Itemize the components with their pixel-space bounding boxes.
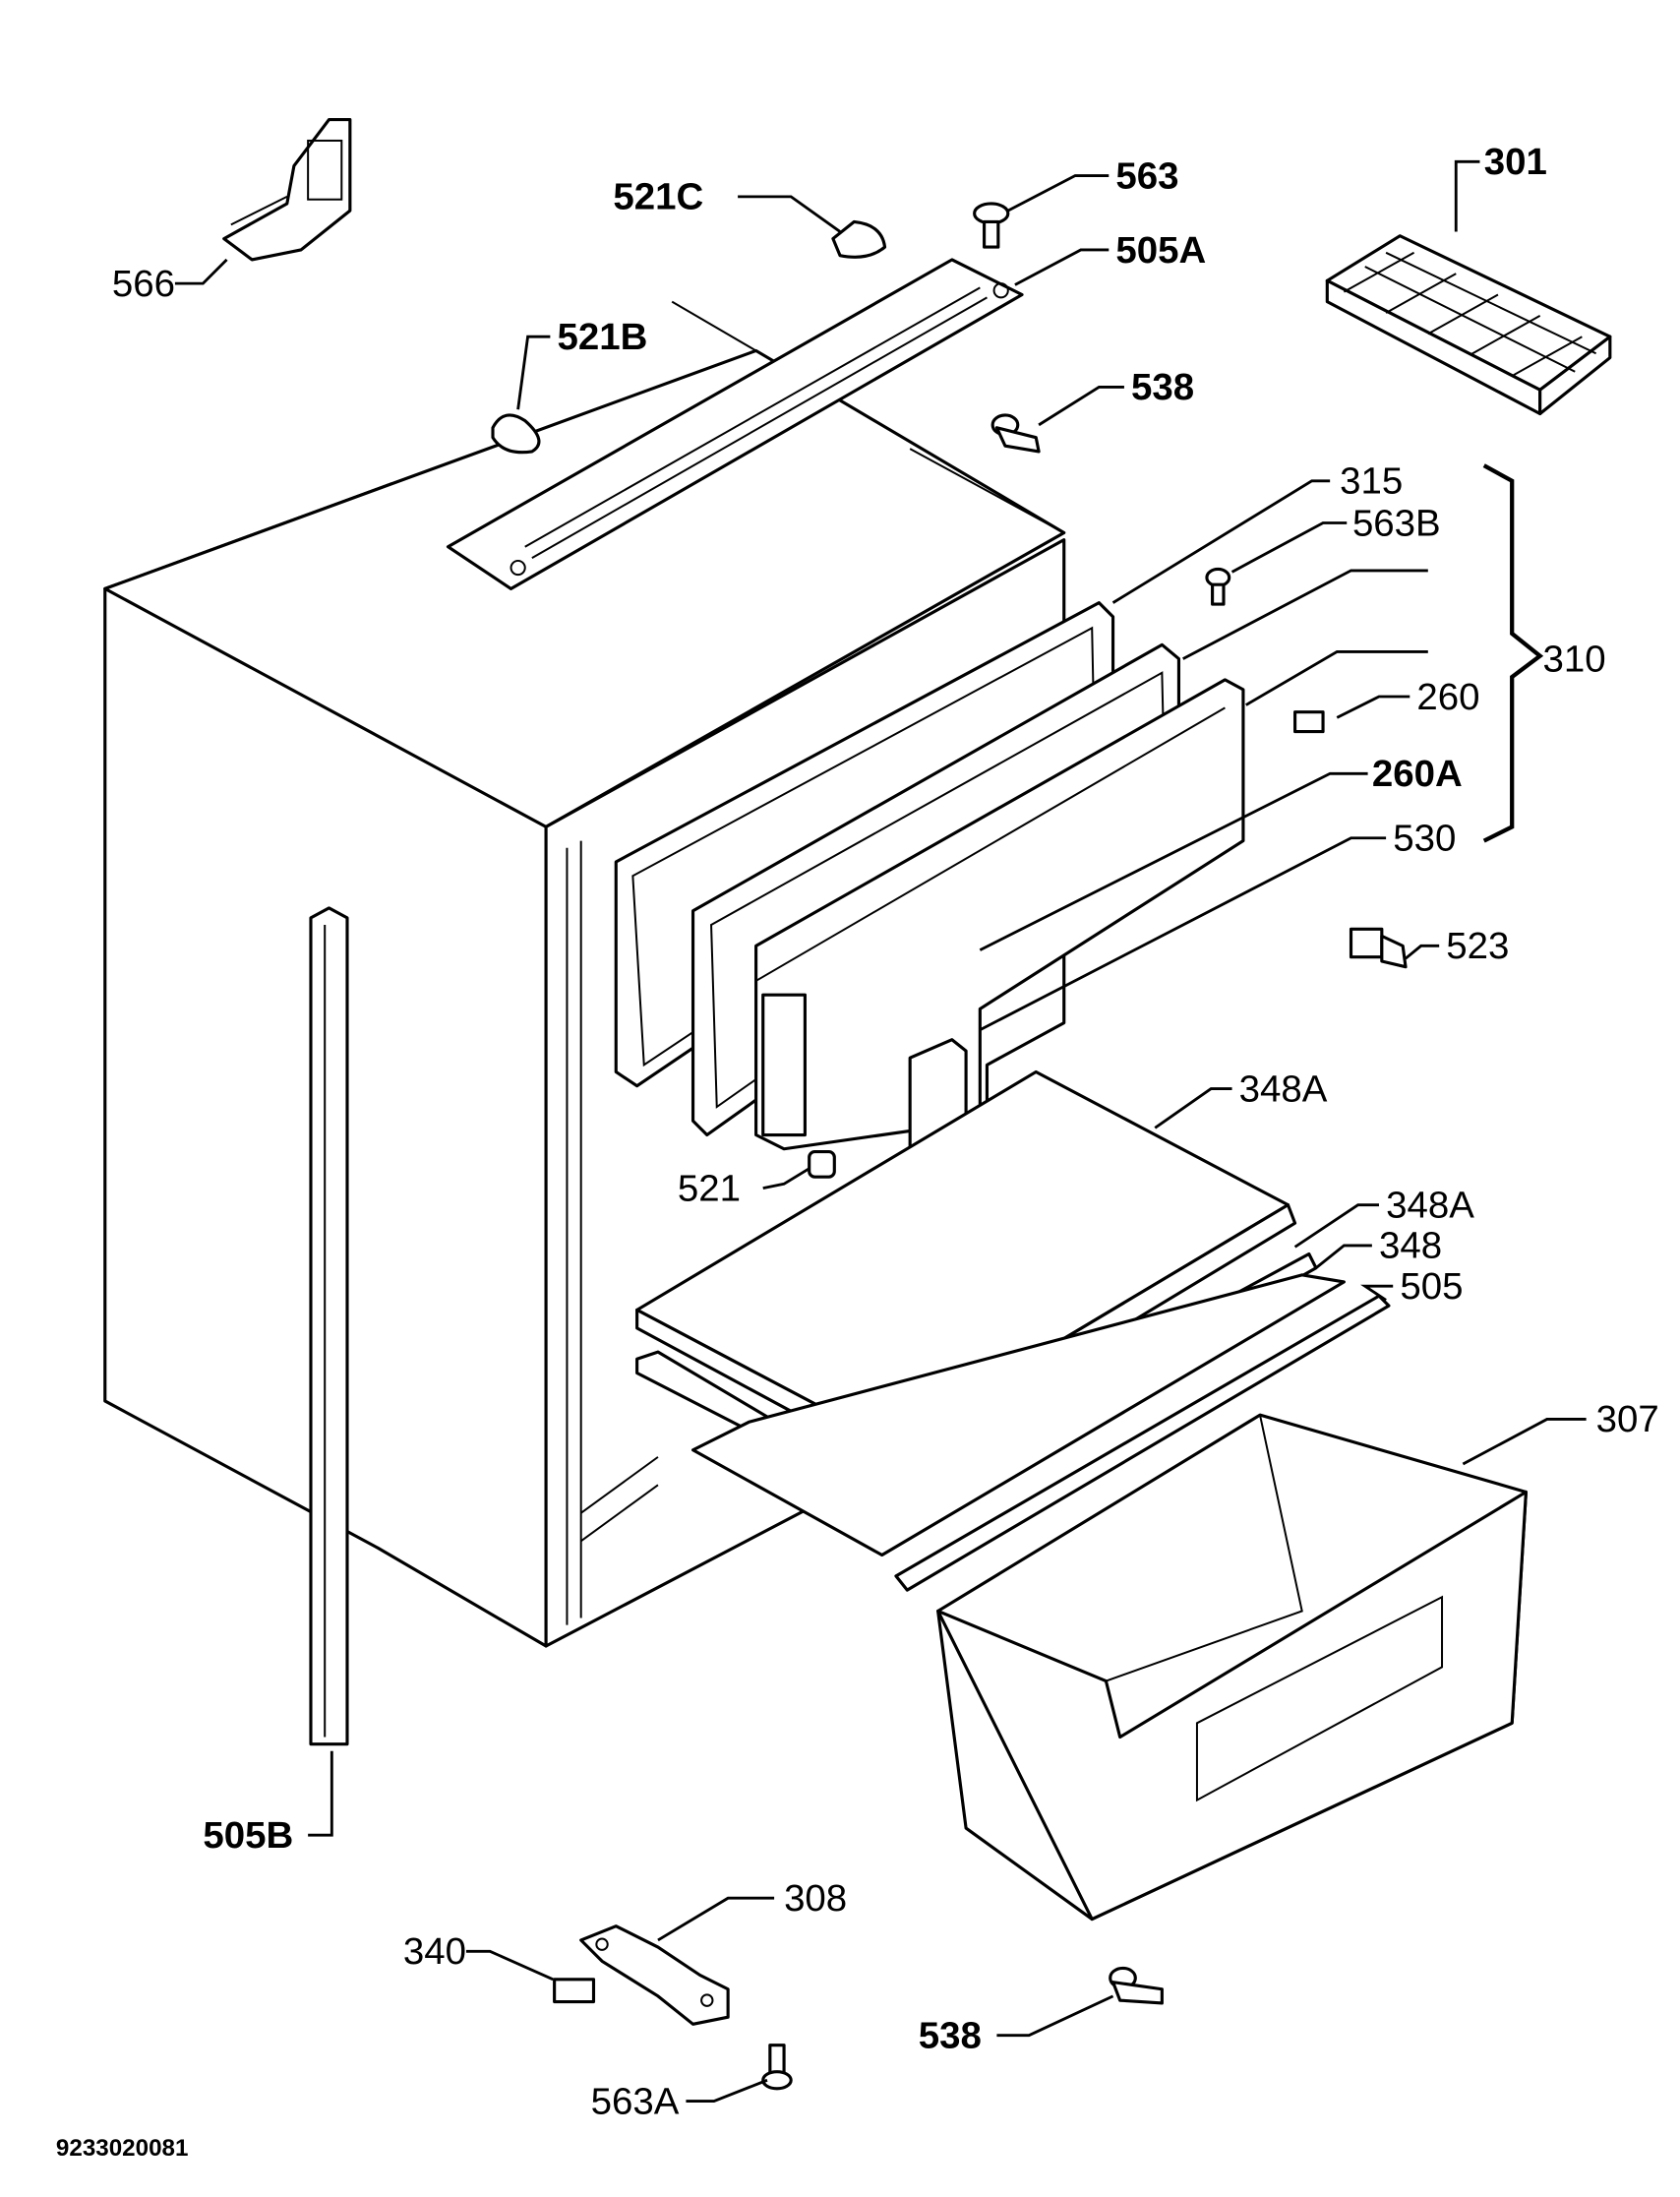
label-260A: 260A <box>1372 753 1463 795</box>
label-348A-lower: 348A <box>1386 1184 1474 1226</box>
part-260-clip <box>1293 710 1325 734</box>
part-566-ice-scraper <box>222 118 352 262</box>
part-538-hinge-pin-top <box>990 413 1041 454</box>
label-505: 505 <box>1400 1265 1463 1308</box>
part-538-hinge-pin-bottom <box>1109 1966 1164 2005</box>
part-labels: 566 521C 563 505A 301 521B 538 315 563B … <box>56 141 1659 2162</box>
part-563A-foot <box>761 2044 793 2091</box>
label-340: 340 <box>403 1930 466 1973</box>
part-301-ice-tray <box>1325 234 1612 416</box>
label-521: 521 <box>678 1167 741 1209</box>
part-505A-top-rail <box>446 258 1024 590</box>
label-348: 348 <box>1379 1225 1442 1267</box>
part-505B-side-strip <box>309 906 349 1746</box>
part-563-screw <box>973 202 1010 249</box>
label-563A: 563A <box>591 2080 680 2122</box>
label-315: 315 <box>1340 460 1403 503</box>
label-308: 308 <box>784 1877 847 1920</box>
label-310: 310 <box>1543 638 1606 680</box>
part-340-block <box>553 1978 596 2004</box>
part-521C-cap <box>831 219 887 259</box>
part-348-glass-plate <box>690 1273 1346 1557</box>
label-505B: 505B <box>203 1814 293 1857</box>
part-307-crisper-drawer <box>936 1413 1528 1922</box>
part-521-stop <box>808 1150 836 1179</box>
label-566: 566 <box>112 263 175 305</box>
part-505-shelf-trim <box>894 1294 1391 1592</box>
document-code: 9233020081 <box>56 2135 189 2162</box>
part-563B-screw <box>1205 567 1231 606</box>
part-523-lamp-holder <box>1349 927 1408 969</box>
part-308-hinge <box>579 1924 730 2026</box>
label-530: 530 <box>1393 818 1456 860</box>
label-538-top: 538 <box>1131 366 1194 408</box>
label-505A: 505A <box>1115 229 1206 272</box>
part-530-door-panel <box>754 678 1245 1151</box>
label-538-bottom: 538 <box>919 2015 982 2057</box>
label-260: 260 <box>1416 676 1479 718</box>
label-523: 523 <box>1446 925 1509 967</box>
label-307: 307 <box>1596 1398 1659 1440</box>
label-563: 563 <box>1115 154 1178 197</box>
label-563B: 563B <box>1352 502 1441 544</box>
part-521B-cap <box>491 413 541 455</box>
label-348A-upper: 348A <box>1239 1068 1328 1110</box>
leader-lines <box>174 159 1587 2104</box>
label-521C: 521C <box>613 176 703 218</box>
label-301: 301 <box>1484 141 1547 183</box>
label-521B: 521B <box>557 316 647 358</box>
